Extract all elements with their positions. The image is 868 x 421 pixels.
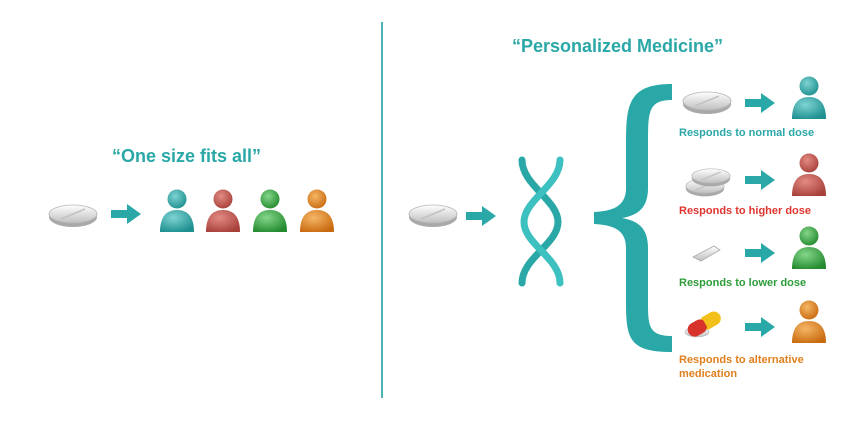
section-divider (381, 22, 383, 398)
label-alternative-medication-line2: medication (679, 368, 738, 380)
label-lower-dose: Responds to lower dose (679, 277, 807, 289)
arrow-icon-row4 (745, 317, 775, 337)
person-icon-row4 (792, 300, 826, 343)
left-pill-icon (48, 204, 98, 228)
label-alternative-medication: Responds to alternative (679, 354, 804, 366)
person-icon-green (253, 189, 287, 232)
label-higher-dose: Responds to higher dose (679, 205, 812, 217)
brace-icon (594, 84, 672, 352)
person-icon-row2 (792, 153, 826, 196)
personalized-title: “Personalized Medicine” (512, 36, 724, 56)
arrow-icon-row1 (745, 93, 775, 113)
pill-icon-normal (682, 91, 732, 115)
person-icon-orange (300, 189, 334, 232)
person-icon-row1 (792, 76, 826, 119)
pill-icon-half (692, 245, 721, 262)
left-arrow-icon (111, 204, 141, 224)
right-pill-icon (408, 204, 458, 228)
person-icon-row3 (792, 226, 826, 269)
person-icon-teal (160, 189, 194, 232)
person-icon-red (206, 189, 240, 232)
arrow-icon-row3 (745, 243, 775, 263)
dna-icon (518, 156, 564, 287)
one-size-title: “One size fits all” (112, 146, 262, 166)
arrow-icon-row2 (745, 170, 775, 190)
pill-icon-double (685, 168, 731, 198)
label-normal-dose: Responds to normal dose (679, 127, 815, 139)
capsule-icon (684, 311, 721, 338)
right-arrow-icon (466, 206, 496, 226)
